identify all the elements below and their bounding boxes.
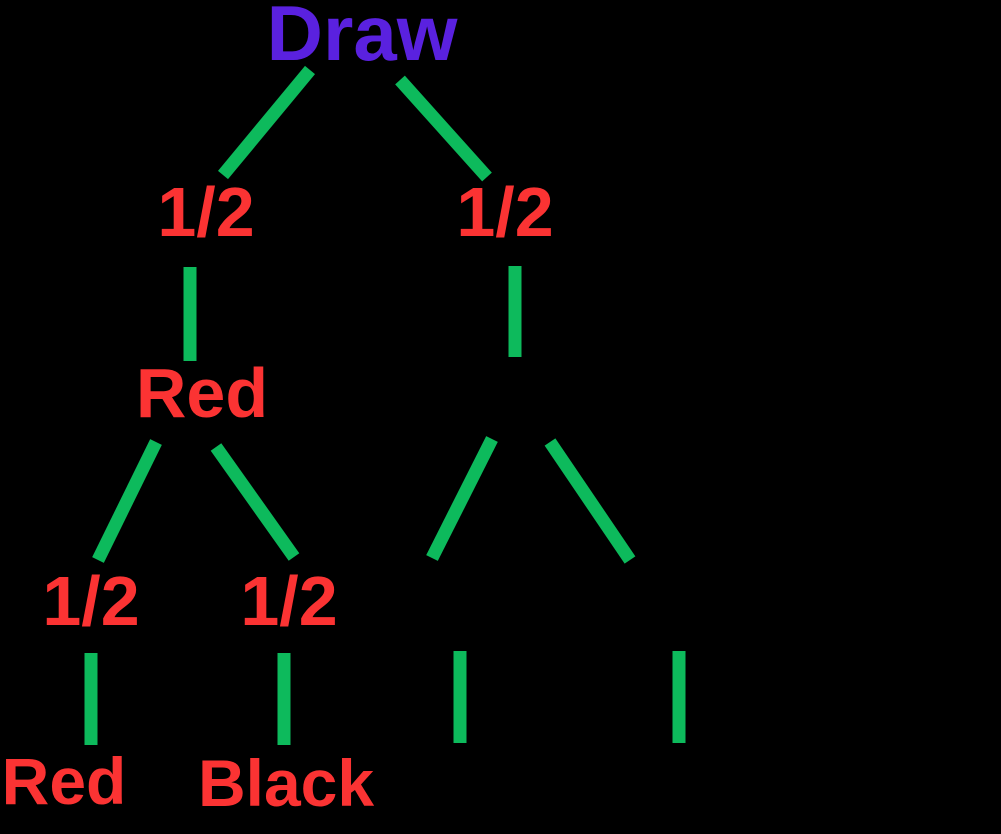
outcome-label-red: Red (1, 744, 127, 818)
probability-label-right-1: 1/2 (456, 173, 554, 251)
branch-root-to-left-prob (217, 65, 316, 180)
branch-red-to-right-prob (210, 443, 300, 561)
branch-hidden-node-to-left (426, 436, 498, 561)
probability-label-left-1: 1/2 (157, 173, 255, 251)
node-label-red: Red (135, 354, 269, 432)
outcome-label-black: Black (197, 746, 375, 820)
root-node-label: Draw (266, 0, 458, 77)
branch-red-to-left-prob (92, 439, 162, 563)
probability-label-left-2: 1/2 (42, 562, 140, 640)
branch-hidden-node-to-right (544, 438, 636, 564)
branch-root-to-right-prob (395, 75, 492, 182)
probability-label-right-2: 1/2 (240, 562, 338, 640)
